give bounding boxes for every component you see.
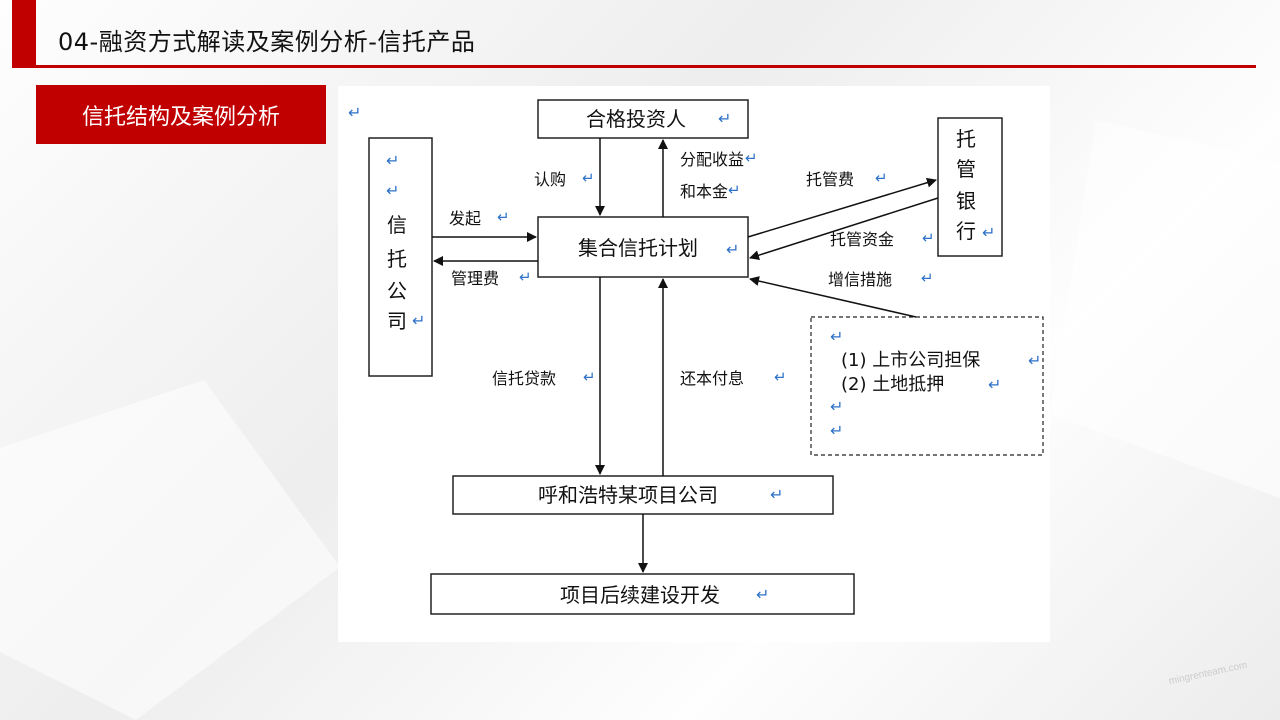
return-mark: ↵ (921, 269, 934, 287)
distribute-label: 分配收益 (680, 150, 744, 169)
subscribe-label: 认购 (534, 170, 566, 189)
distribute-label: 和本金 (680, 182, 728, 201)
header-accent-bar (12, 0, 36, 66)
return-mark: ↵ (982, 223, 995, 242)
custodian-char: 托 (956, 127, 976, 151)
return-mark: ↵ (875, 169, 888, 187)
credit-enhancement-arrow (749, 276, 917, 318)
trust-plan-node (537, 216, 749, 278)
project-company-label: 呼和浩特某项目公司 (538, 483, 718, 507)
return-mark: ↵ (583, 368, 596, 386)
return-mark: ↵ (519, 268, 532, 286)
development-node (430, 573, 855, 615)
trust-plan-label: 集合信托计划 (578, 236, 698, 260)
return-mark: ↵ (830, 421, 843, 440)
header-divider (12, 65, 1256, 68)
return-mark: ↵ (745, 149, 758, 167)
trust-company-node (368, 137, 433, 377)
return-mark: ↵ (756, 585, 769, 604)
custodian-char: 行 (956, 219, 976, 243)
return-mark: ↵ (412, 311, 425, 330)
return-mark: ↵ (718, 109, 731, 128)
return-mark: ↵ (582, 169, 595, 187)
custody-fee-label: 托管费 (806, 170, 854, 189)
development-label: 项目后续建设开发 (560, 583, 720, 607)
repayment-label: 还本付息 (680, 369, 744, 388)
trust-loan-label: 信托贷款 (492, 369, 556, 388)
section-badge: 信托结构及案例分析 (36, 85, 326, 144)
investor-label: 合格投资人 (586, 107, 686, 131)
trust-company-char: 信 (387, 213, 407, 237)
return-mark: ↵ (830, 327, 843, 346)
return-mark: ↵ (728, 181, 741, 199)
credit-enhancement-box (810, 316, 1044, 456)
diagram-canvas: ↵ 合格投资人 ↵ ↵ ↵ 信 托 公 司 ↵ 托 管 银 行 ↵ 集合信托计划… (348, 99, 1044, 615)
trust-structure-diagram: ↵ 合格投资人 ↵ ↵ ↵ 信 托 公 司 ↵ 托 管 银 行 ↵ 集合信托计划… (338, 86, 1050, 642)
return-mark: ↵ (726, 240, 739, 259)
page-title: 04-融资方式解读及案例分析-信托产品 (58, 28, 476, 56)
return-mark: ↵ (922, 229, 935, 247)
return-mark: ↵ (1028, 351, 1041, 370)
custodian-char: 管 (956, 157, 976, 181)
return-mark: ↵ (386, 181, 399, 200)
enhancement-item: (2) 土地抵押 (841, 374, 944, 395)
return-mark: ↵ (348, 103, 361, 122)
custody-funds-label: 托管资金 (830, 230, 894, 249)
investor-node (537, 99, 749, 139)
initiate-label: 发起 (449, 209, 481, 228)
custody-fee-arrow (747, 177, 937, 238)
project-company-node (452, 475, 834, 515)
return-mark: ↵ (988, 375, 1001, 394)
return-mark: ↵ (497, 208, 510, 226)
return-mark: ↵ (774, 368, 787, 386)
custodian-bank-node (937, 117, 1003, 257)
custody-funds-arrow (749, 197, 939, 261)
custodian-char: 银 (956, 189, 976, 213)
trust-company-char: 公 (387, 279, 407, 303)
return-mark: ↵ (830, 397, 843, 416)
return-mark: ↵ (386, 151, 399, 170)
mgmt-fee-label: 管理费 (451, 269, 499, 288)
trust-company-char: 托 (387, 247, 407, 271)
credit-enhancement-label: 增信措施 (828, 270, 892, 289)
trust-company-char: 司 (387, 309, 407, 333)
return-mark: ↵ (770, 485, 783, 504)
enhancement-item: (1) 上市公司担保 (841, 350, 980, 371)
